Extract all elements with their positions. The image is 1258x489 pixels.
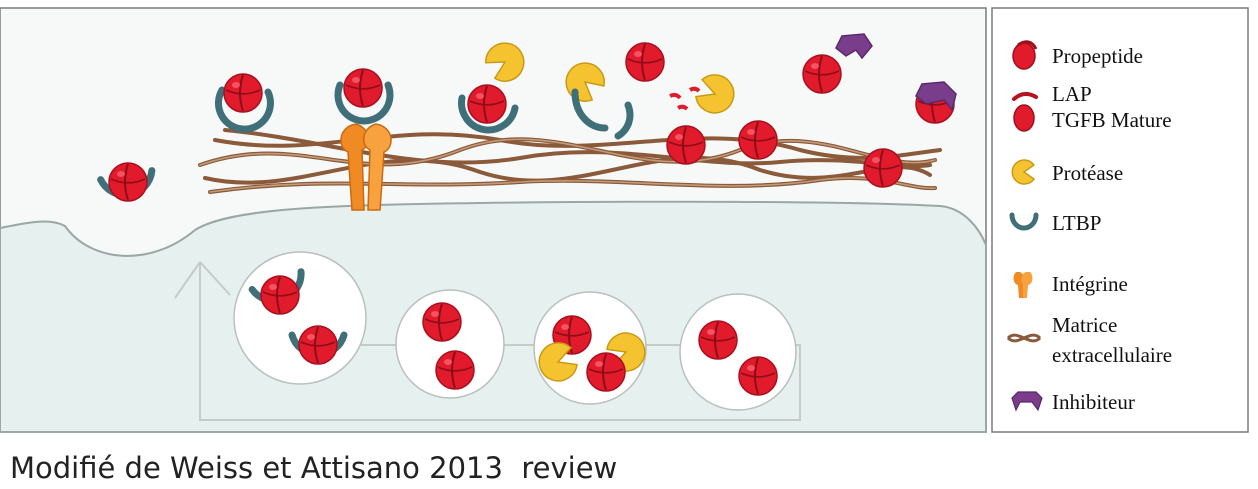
legend-label-inhibitor: Inhibiteur	[1052, 390, 1135, 414]
legend-label-integrin: Intégrine	[1052, 272, 1128, 296]
vesicle-2	[395, 289, 505, 399]
tgfb-mature-1	[666, 125, 706, 165]
legend-panel	[991, 7, 1249, 433]
released-fragments	[625, 42, 740, 120]
latent-complex-1	[215, 73, 274, 133]
inhibitor-1	[835, 33, 873, 60]
vesicle-1	[233, 251, 367, 385]
vesicle-4	[679, 293, 797, 411]
inhibitor-icon	[1011, 391, 1043, 412]
legend-label-propeptide: Propeptide	[1052, 44, 1143, 68]
legend-label-tgfb-mature: TGFB Mature	[1052, 108, 1172, 132]
legend-label-matrix: Matrice	[1052, 313, 1117, 337]
integrin	[340, 123, 392, 211]
tgfb-mature-2	[738, 120, 778, 160]
legend-label-extracellular: extracellulaire	[1052, 343, 1172, 367]
lap-icon	[1012, 92, 1038, 101]
propeptide-icon	[1012, 40, 1038, 70]
integrin-icon	[1013, 272, 1033, 298]
extracellular-matrix-strands	[199, 138, 936, 193]
legend-label-ltbp: LTBP	[1052, 211, 1101, 235]
protease-icon	[1011, 159, 1036, 185]
tgfb-mature-3	[863, 148, 903, 188]
legend-label-lap: LAP	[1052, 82, 1092, 106]
ltbp-icon	[1009, 212, 1039, 231]
latent-complex-protease	[458, 35, 532, 134]
inhibitor-2	[915, 81, 957, 112]
vesicle-3	[533, 291, 651, 405]
source-caption: Modifié de Weiss et Attisano 2013 review	[10, 451, 617, 485]
tgfb-mature-4	[802, 54, 842, 94]
legend-label-protease: Protéase	[1052, 161, 1123, 185]
latent-complex-integrin	[334, 68, 394, 125]
matrix-icon	[1006, 333, 1042, 343]
cleaved-complex	[557, 54, 634, 140]
tgfb-mature-icon	[1013, 104, 1035, 132]
